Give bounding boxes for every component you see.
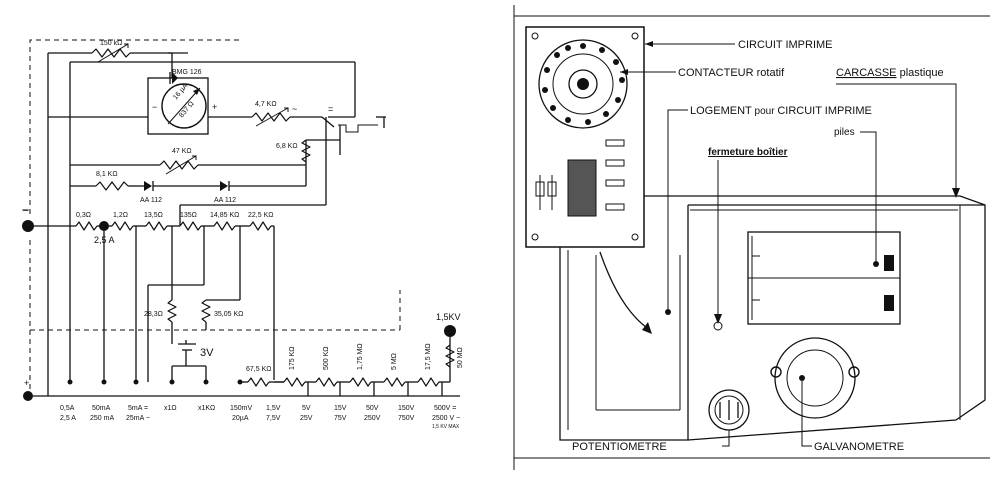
label-piles: piles [834,127,855,138]
label-r-35k05: 35,05 KΩ [214,311,243,318]
range-dots [67,379,243,385]
label-r-14k85: 14,85 KΩ [210,212,239,219]
label-plus: + [24,378,29,388]
coil [567,159,597,217]
label-logement-mid: pour [752,106,778,117]
dashed-enclosure [29,39,401,395]
ac-branch: 47 KΩ 6,8 KΩ [70,139,340,186]
label-r-150k: 150 kΩ [100,40,122,47]
range-contact-row: + [23,378,460,401]
plus-terminal[interactable] [23,391,33,401]
range-11-line2: 2500 V ~ [432,415,460,422]
label-meter-minus: − [152,102,157,112]
rotary-switch [538,39,628,129]
label-contacteur: CONTACTEUR rotatif [678,67,785,79]
range-1-line1: 50mA [92,405,111,412]
label-r-22k5: 22,5 KΩ [248,212,273,219]
label-r-5m: 5 MΩ [391,353,398,370]
range-5-line1: 150mV [230,405,253,412]
label-diode-2: AA 112 [214,197,236,204]
label-battery: 3V [200,347,214,359]
label-r-8k1: 8,1 KΩ [96,171,118,178]
label-r-50m: 50 MΩ [457,347,464,368]
range-9-line1: 50V [366,405,379,412]
label-contacteur-sub: rotatif [754,67,786,79]
label-carcasse: CARCASSE plastique [836,67,944,79]
range-3-line1: x1Ω [164,405,177,412]
assembly-drawing: CIRCUIT IMPRIME CONTACTEUR rotatif CARCA… [513,5,990,470]
label-diode-1: AA 112 [140,197,162,204]
potentiometer-body [708,389,750,431]
range-9-line2: 250V [364,415,381,422]
label-r-67k5: 67,5 KΩ [246,366,271,373]
label-circuit-imprime: CIRCUIT IMPRIME [738,39,833,51]
diode-2-symbol [220,181,228,191]
label-r-6k8: 6,8 KΩ [276,143,298,150]
label-r-17m5: 17,5 MΩ [425,343,432,370]
meter-section: BMG 126 16 µA 837 Ω − + 4,7 KΩ ~ = [48,69,386,155]
label-r-4k7: 4,7 KΩ [255,101,277,108]
label-ac: ~ [292,104,297,114]
range-taps [103,226,241,382]
label-minus: − [22,203,29,217]
label-r-500k: 500 KΩ [323,346,330,370]
zero-adjust-pot-branch: 150 kΩ [47,40,356,382]
label-r-135: 135Ω [180,212,197,219]
range-2-line1: 5mA = [128,405,148,412]
label-fermeture: fermeture boîtier [708,147,788,158]
range-6-line1: 1,5V [266,405,281,412]
label-contacteur-main: CONTACTEUR [678,67,754,79]
label-r-175k: 175 KΩ [289,346,296,370]
label-carcasse-main: CARCASSE [836,67,897,79]
label-r-28-3: 28,3Ω [144,311,163,318]
label-r-13-5: 13,5Ω [144,212,163,219]
range-7-line2: 25V [300,415,313,422]
range-6-line2: 7,5V [266,415,281,422]
range-10-line1: 150V [398,405,415,412]
printed-circuit-board [525,26,645,248]
shunt-tap-terminal[interactable] [99,221,109,231]
label-r-1m75: 1,75 MΩ [357,343,364,370]
range-1-line2: 250 mA [90,415,114,422]
ohmmeter-section: 28,3Ω 35,05 KΩ 3V [144,299,243,382]
range-4-line1: x1KΩ [198,405,215,412]
range-8-line1: 15V [334,405,347,412]
battery-compartment [747,231,901,325]
diode-1-symbol [144,181,152,191]
label-r-1-2: 1,2Ω [113,212,128,219]
label-dc: = [328,104,333,114]
multimeter-schematic: 150 kΩ BMG 126 16 µA 837 Ω − + 4,7 KΩ ~ … [22,39,464,430]
label-potentiometre: POTENTIOMETRE [572,441,667,453]
label-meter-plus: + [212,102,217,112]
label-carcasse-sub: plastique [897,67,944,79]
range-11-line3: 1,5 KV MAX [432,424,460,430]
hv-terminal[interactable] [444,325,456,337]
rectifier-row: 8,1 KΩ AA 112 AA 112 [70,117,327,226]
label-logement-end: CIRCUIT IMPRIME [777,105,872,117]
label-bmg126: BMG 126 [172,69,202,76]
range-11-line1: 500V = [434,405,456,412]
label-logement-main: LOGEMENT [690,105,752,117]
multiplier-chain: 67,5 KΩ 175 KΩ 500 KΩ 1,75 MΩ 5 MΩ 17,5 … [240,312,464,396]
label-galvanometre: GALVANOMETRE [814,441,904,453]
plastic-casing [559,195,986,441]
range-5-line2: 20µA [232,415,249,422]
range-7-line1: 5V [302,405,311,412]
label-r-47k: 47 KΩ [172,148,192,155]
switch-contacts [542,43,625,125]
label-logement: LOGEMENT pour CIRCUIT IMPRIME [690,105,872,117]
range-8-line2: 75V [334,415,347,422]
range-2-line2: 25mA ~ [126,415,150,422]
galvanometer-body [770,337,860,419]
label-1-5kv: 1,5KV [436,312,461,322]
range-0-line1: 0,5A [60,405,75,412]
label-r-0-3: 0,3Ω [76,212,91,219]
range-10-line2: 750V [398,415,415,422]
range-labels: 0,5A 2,5 A 50mA 250 mA 5mA = 25mA ~ x1Ω … [60,405,460,430]
range-0-line2: 2,5 A [60,415,76,422]
minus-terminal[interactable] [22,220,34,232]
assembly-labels: CIRCUIT IMPRIME CONTACTEUR rotatif CARCA… [572,39,960,453]
